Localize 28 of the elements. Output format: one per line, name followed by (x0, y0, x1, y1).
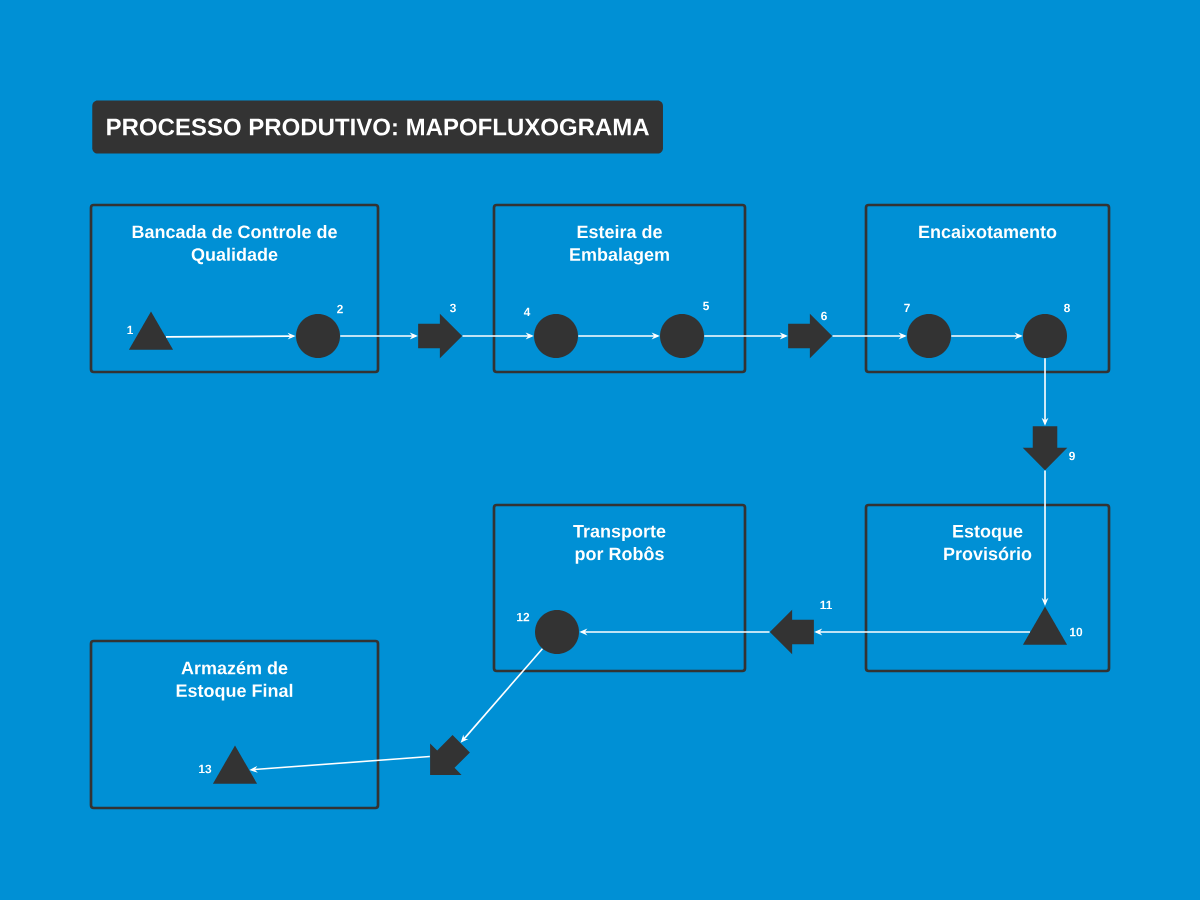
step-number: 7 (904, 303, 910, 313)
storage-triangle (1022, 606, 1068, 645)
operation-circle (535, 610, 579, 654)
title-banner: PROCESSO PRODUTIVO: MAPOFLUXOGRAMA (92, 100, 663, 154)
operation-circle (296, 314, 340, 358)
step-number: 4 (523, 307, 531, 317)
step-number: 13 (199, 764, 212, 774)
step-number: 10 (1070, 627, 1083, 637)
transport-arrow (418, 313, 463, 359)
transport-arrow (769, 609, 814, 655)
storage-triangle (128, 311, 174, 350)
step-number: 9 (1069, 451, 1075, 461)
operation-circle (907, 314, 951, 358)
step-number: 8 (1064, 303, 1070, 313)
step-number: 3 (449, 303, 456, 313)
step-number: 11 (820, 600, 832, 610)
step-number: 2 (337, 304, 343, 314)
step-number: 5 (703, 301, 709, 311)
operation-circle (660, 314, 704, 358)
step-number: 12 (517, 612, 530, 622)
operation-circle (1023, 314, 1067, 358)
operation-circle (534, 314, 578, 358)
transport-arrow (788, 313, 833, 359)
step-number: 6 (821, 311, 827, 321)
storage-triangle (212, 745, 258, 784)
transport-arrow (1022, 426, 1068, 471)
transport-arrow (430, 735, 470, 775)
step-number: 1 (127, 325, 133, 335)
